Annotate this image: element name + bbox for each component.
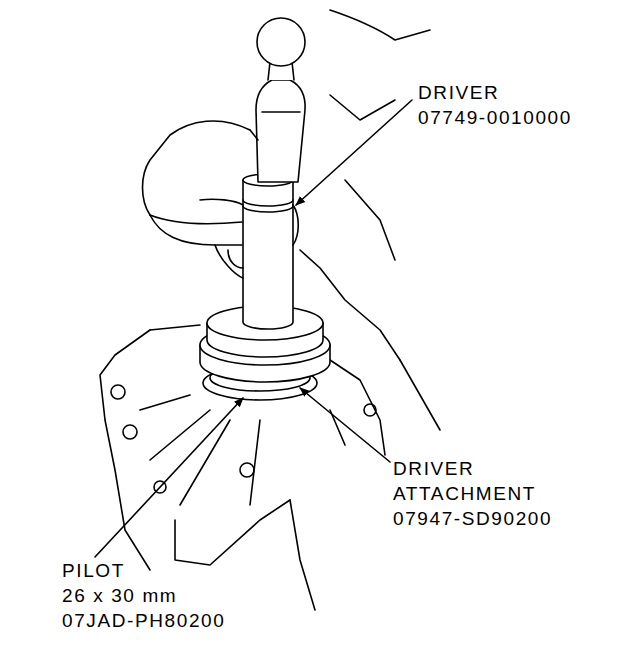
hand	[143, 121, 251, 215]
driver-band	[243, 206, 293, 212]
housing-outline	[175, 500, 290, 565]
part-name: PILOT	[62, 560, 125, 583]
housing-line	[330, 10, 430, 40]
part-name: DRIVER	[393, 458, 474, 481]
housing-outline	[330, 360, 385, 455]
bolt-hole	[123, 425, 137, 439]
hand-finger	[150, 215, 242, 224]
bolt-hole	[111, 385, 125, 399]
housing-rib	[140, 395, 190, 410]
driver-shaft	[243, 180, 293, 329]
housing-rib	[150, 410, 210, 460]
housing-outline	[290, 500, 315, 610]
hand	[150, 215, 242, 245]
bolt-hole	[364, 404, 376, 416]
hand-finger	[293, 205, 298, 245]
part-number: 07947-SD90200	[393, 508, 552, 531]
hammer-ball	[257, 18, 305, 66]
leader-line	[95, 398, 243, 557]
housing-outline	[100, 330, 150, 570]
hand-finger	[200, 199, 243, 205]
driver-band	[243, 200, 293, 206]
bolt-hole	[240, 463, 254, 477]
part-number: 07JAD-PH80200	[62, 610, 225, 633]
hand-finger	[228, 250, 243, 268]
hammer-head	[262, 111, 300, 113]
hand-finger	[215, 245, 243, 278]
housing-line	[330, 95, 395, 120]
housing-line	[400, 360, 440, 430]
dimension: 26 x 30 mm	[62, 585, 177, 608]
hand	[250, 130, 258, 140]
housing-rib	[180, 420, 230, 505]
hammer-head	[256, 80, 305, 182]
part-number: 07749-0010000	[418, 107, 572, 130]
housing-line	[345, 180, 395, 260]
part-name: ATTACHMENT	[393, 483, 536, 506]
housing-outline	[150, 325, 200, 330]
leader-line	[300, 388, 390, 462]
part-name: DRIVER	[418, 82, 499, 105]
housing-rib	[250, 420, 260, 505]
leader-line	[296, 100, 412, 205]
